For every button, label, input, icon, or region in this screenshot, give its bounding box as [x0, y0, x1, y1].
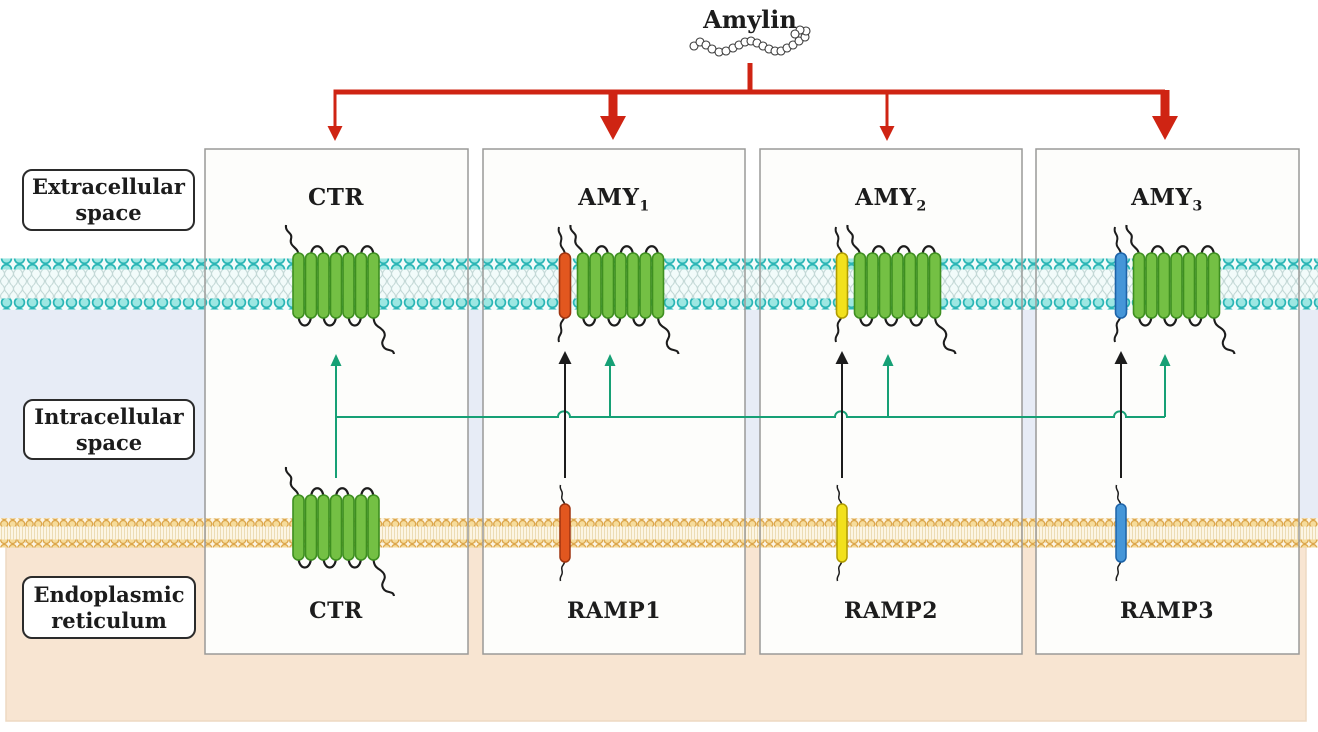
amylin-arrows	[327, 63, 1178, 141]
red-arrowhead-amy2	[879, 126, 895, 141]
amy1-receptor-plasma	[557, 223, 680, 356]
bottom-label-ramp3: RAMP3	[1119, 598, 1215, 624]
extracellular-space-label: Extracellular space	[22, 169, 195, 231]
ctr-trafficking-arrowheads	[330, 354, 1171, 366]
red-arrowhead-amy1	[600, 116, 626, 140]
red-arrowhead-ctr	[327, 126, 343, 141]
panel-fills	[205, 149, 1299, 654]
red-arrowhead-amy3	[1152, 116, 1178, 140]
red-thick-shaft-amy1	[608, 90, 618, 118]
ramp2-helix-er	[836, 484, 848, 582]
intracellular-space-label: Intracellular space	[23, 399, 195, 460]
ramp3-helix-er	[1115, 484, 1127, 582]
ramp-trafficking-arrows	[564, 362, 1122, 478]
panel-title-amy3: AMY3	[1131, 184, 1203, 215]
amylin-title: Amylin	[703, 5, 797, 34]
amy2-receptor-plasma	[834, 223, 957, 356]
bottom-label-ctr: CTR	[309, 598, 363, 624]
panel-title-amy2: AMY2	[855, 184, 927, 215]
bottom-label-ramp1: RAMP1	[566, 598, 662, 624]
endoplasmic-reticulum-label: Endoplasmic reticulum	[22, 576, 196, 639]
ramp-trafficking-arrowheads	[558, 351, 1128, 364]
amy3-receptor-plasma	[1113, 223, 1236, 356]
bottom-label-ramp2: RAMP2	[843, 598, 939, 624]
panel-borders	[204, 148, 1300, 655]
peptide-chain-icon	[689, 25, 811, 57]
panel-title-amy1: AMY1	[578, 184, 650, 215]
ramp1-helix-er	[559, 484, 571, 582]
red-thick-shaft-amy3	[1160, 90, 1170, 118]
panel-title-ctr: CTR	[307, 184, 365, 211]
